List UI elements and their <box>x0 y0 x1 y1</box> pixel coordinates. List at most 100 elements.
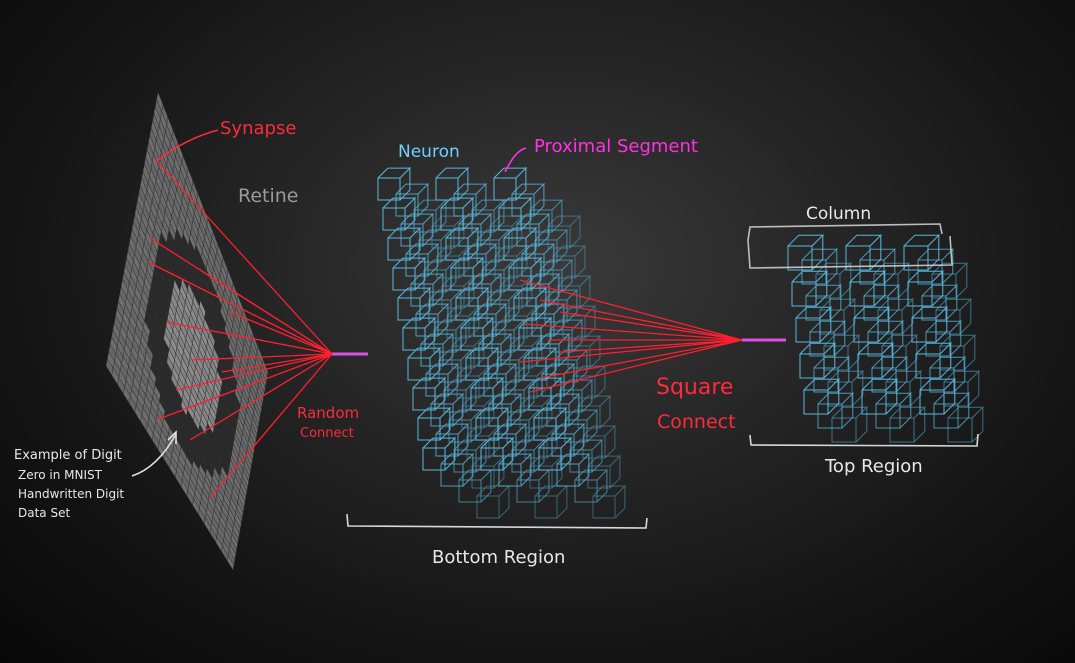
example-pointer <box>131 433 177 477</box>
example-pointer-head <box>167 430 177 444</box>
neuron-cube-outline <box>925 319 963 357</box>
neuron-cube <box>889 405 927 443</box>
neuron-cube <box>534 228 569 263</box>
neuron-cube <box>795 305 833 343</box>
neuron-cube <box>417 406 452 441</box>
bottom-region-label: Bottom Region <box>432 547 565 568</box>
neuron-cube <box>929 355 967 393</box>
neuron-cube-outline <box>498 196 533 231</box>
neuron-cube-outline <box>551 422 586 457</box>
neuron-cube <box>803 377 841 415</box>
neuron-cube-outline <box>805 283 843 321</box>
retina-grid <box>105 91 269 571</box>
neuron-cube <box>465 346 500 381</box>
neuron-cube-outline <box>455 286 490 321</box>
neuron-cube <box>831 405 869 443</box>
neuron-cube-outline <box>450 256 485 291</box>
neuron-cube <box>475 406 510 441</box>
neuron-cube-outline <box>480 436 515 471</box>
neuron-cube-outline <box>412 376 447 411</box>
neuron-cube-outline <box>417 406 452 441</box>
neuron-cube <box>592 484 627 519</box>
neuron-cube-outline <box>861 377 899 415</box>
neuron-cube-outline <box>533 406 568 441</box>
neuron-cube-outline <box>859 247 897 285</box>
synapse-line <box>191 353 333 361</box>
square-synapse-line <box>539 339 743 379</box>
neuron-cube <box>549 318 584 353</box>
synapse-label: Synapse <box>220 118 296 139</box>
neuron-cube <box>845 233 883 271</box>
retine-label: Retine <box>238 185 299 207</box>
neuron-cube <box>508 256 543 291</box>
neuron-cube <box>523 346 558 381</box>
proximal-segment-label: Proximal Segment <box>534 136 698 157</box>
neuron-cube <box>526 272 561 307</box>
bottom-region-bracket <box>346 513 648 529</box>
square-synapse-line <box>559 311 743 341</box>
neuron-cube <box>529 198 564 233</box>
neuron-cube <box>562 304 597 339</box>
neuron-cube-outline <box>813 355 851 393</box>
square-synapse-line <box>539 299 743 341</box>
neuron-cube <box>867 319 905 357</box>
neuron-label: Neuron <box>398 142 460 162</box>
neuron-cube-outline <box>518 316 553 351</box>
neuron-cube <box>551 422 586 457</box>
square-label: Square <box>656 375 733 400</box>
neuron-cube-outline <box>470 376 505 411</box>
neuron-cube <box>791 269 829 307</box>
neuron-cube-outline <box>556 452 591 487</box>
column-bracket <box>747 223 953 269</box>
neuron-cube <box>493 166 528 201</box>
neuron-cube-outline <box>460 316 495 351</box>
neuron-cube <box>921 283 959 321</box>
example-caption-line-3: Handwritten Digit <box>18 487 124 501</box>
neuron-cube-outline <box>915 341 953 379</box>
neuron-cube <box>861 377 899 415</box>
neuron-cube <box>805 283 843 321</box>
neuron-cube-outline <box>871 355 909 393</box>
neuron-cube <box>450 256 485 291</box>
neuron-cube <box>917 247 955 285</box>
neuron-cube <box>546 392 581 427</box>
neuron-cube-outline <box>465 346 500 381</box>
neuron-cube <box>503 226 538 261</box>
neuron-cube <box>849 269 887 307</box>
top-region-bracket <box>749 433 979 447</box>
neuron-cube-outline <box>516 212 551 247</box>
neuron-cube-outline <box>817 391 855 429</box>
synapse-line <box>165 321 333 355</box>
synapse-line <box>175 353 333 391</box>
neuron-cube <box>422 436 457 471</box>
neuron-cube-outline <box>867 319 905 357</box>
top-region-neurons <box>752 233 985 443</box>
neuron-cube-outline <box>440 196 475 231</box>
neuron-cube-outline <box>503 226 538 261</box>
neuron-cube-outline <box>849 269 887 307</box>
synapse-line <box>155 353 333 421</box>
neuron-cube-outline <box>531 302 566 337</box>
square-synapse-line <box>559 339 743 353</box>
neuron-cube-outline <box>907 269 945 307</box>
neuron-cube <box>859 247 897 285</box>
neuron-cube <box>574 468 609 503</box>
synapse-line <box>199 269 333 355</box>
proximal-segment-pointer <box>504 147 527 173</box>
neuron-cube <box>567 334 602 369</box>
neuron-cube-outline <box>559 378 594 413</box>
neuron-cube-outline <box>544 288 579 323</box>
neuron-cube <box>569 438 604 473</box>
neuron-cube <box>382 196 417 231</box>
neuron-cube <box>513 286 548 321</box>
synapse-line <box>189 353 333 441</box>
neuron-cube-outline <box>592 484 627 519</box>
neuron-cube-outline <box>919 377 957 415</box>
neuron-cube-outline <box>831 405 869 443</box>
neuron-cube <box>799 341 837 379</box>
neuron-cube-outline <box>569 438 604 473</box>
random-connect-label: Connect <box>300 426 354 441</box>
square-connect-label: Connect <box>657 411 736 433</box>
neuron-cube <box>787 233 825 271</box>
neuron-cube <box>480 436 515 471</box>
